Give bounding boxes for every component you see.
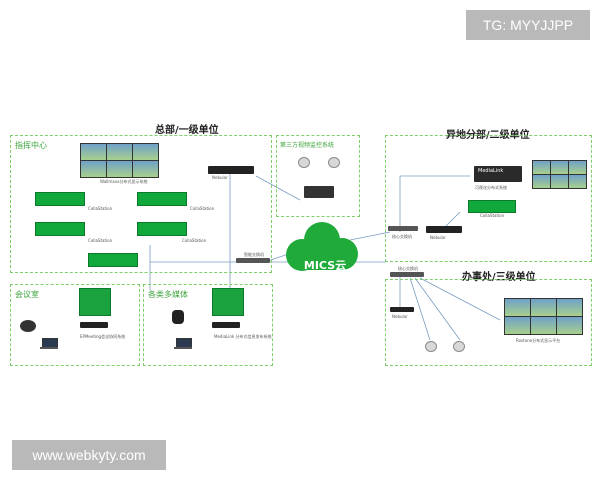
site-watermark: www.webkyty.com bbox=[12, 440, 166, 470]
line-cloud-branch bbox=[349, 231, 391, 241]
branch-medialink-sub: 可视化分布式系统 bbox=[475, 185, 507, 190]
mics-cloud-label: MICS云 bbox=[303, 259, 347, 272]
third-party-nvr bbox=[304, 186, 334, 198]
wall-main-label: Wallmaxx分布式显示系统 bbox=[100, 179, 148, 184]
meeting-display-board bbox=[79, 288, 111, 316]
tg-watermark-text: TG: MYYJJPP bbox=[482, 17, 574, 33]
collab-label-1: CollaStation bbox=[88, 206, 113, 211]
multimedia-display-board bbox=[212, 288, 244, 316]
office-switch-device bbox=[390, 272, 424, 277]
line-office-cam1 bbox=[409, 277, 431, 341]
office-switch-label: 核心交换机 bbox=[398, 266, 418, 271]
line-nebular-thirdparty bbox=[255, 175, 301, 201]
meeting-codec-device bbox=[80, 322, 108, 328]
collab-label-4: CollaStation bbox=[182, 238, 207, 243]
collab-label-2: CollaStation bbox=[190, 206, 215, 211]
branch-collab-label: CollaStation bbox=[480, 213, 505, 218]
zone-multimedia: 各类多媒体 bbox=[143, 284, 273, 366]
zone-branch bbox=[385, 135, 592, 262]
zone-meeting-title: 会议室 bbox=[15, 290, 39, 299]
collab-station-3 bbox=[35, 222, 85, 236]
branch-switch-label: 核心交换机 bbox=[392, 234, 412, 239]
hq-switch-device bbox=[236, 258, 270, 263]
collab-station-2 bbox=[137, 192, 187, 206]
command-video-wall bbox=[80, 143, 159, 178]
site-watermark-text: www.webkyty.com bbox=[32, 447, 146, 463]
collab-station-4 bbox=[137, 222, 187, 236]
meeting-laptop-base bbox=[40, 347, 58, 349]
line-office-cam2 bbox=[414, 277, 461, 341]
nebular-label-hq: Nebular bbox=[212, 175, 228, 180]
line-office-wall bbox=[419, 277, 501, 321]
tg-watermark: TG: MYYJJPP bbox=[466, 10, 590, 40]
zone-third-party-title: 第三方视频监控系统 bbox=[280, 142, 335, 149]
branch-switch-device bbox=[388, 226, 418, 231]
branch-medialink-device bbox=[474, 166, 522, 182]
collab-station-1 bbox=[35, 192, 85, 206]
multimedia-codec-device bbox=[212, 322, 240, 328]
third-party-camera-1 bbox=[298, 157, 310, 168]
zone-third-party: 第三方视频监控系统 bbox=[276, 135, 360, 217]
zone-command-center: 指挥中心 bbox=[10, 135, 272, 273]
collab-station-5 bbox=[88, 253, 138, 267]
office-camera-2 bbox=[453, 341, 465, 352]
multimedia-laptop-base bbox=[174, 347, 192, 349]
branch-nebular-device bbox=[426, 226, 462, 233]
office-video-wall bbox=[504, 298, 583, 335]
branch-video-wall bbox=[532, 160, 587, 189]
zone-multimedia-title: 各类多媒体 bbox=[148, 290, 188, 299]
collab-label-3: CollaStation bbox=[88, 238, 113, 243]
branch-medialink-label: MediaLink bbox=[478, 168, 504, 174]
header-hq: 总部/一级单位 bbox=[155, 125, 219, 136]
zone-command-title: 指挥中心 bbox=[15, 141, 47, 150]
multimedia-camera bbox=[172, 310, 184, 324]
zone-office bbox=[385, 279, 592, 366]
office-nebular-label: Nebular bbox=[392, 314, 408, 319]
branch-collab-station bbox=[468, 200, 516, 213]
office-nebular-device bbox=[390, 307, 414, 312]
branch-nebular-label: Nebular bbox=[430, 235, 446, 240]
nebular-device-hq bbox=[208, 166, 254, 174]
meeting-conference-phone bbox=[20, 320, 36, 332]
office-system-label: Rostone分布式显示平台 bbox=[516, 338, 561, 343]
third-party-camera-2 bbox=[328, 157, 340, 168]
multimedia-system-label: MediaLink 分布式信息发布系统 bbox=[214, 334, 272, 339]
office-camera-1 bbox=[425, 341, 437, 352]
hq-switch-label: 智能交换机 bbox=[244, 252, 264, 257]
header-office: 办事处/三级单位 bbox=[462, 272, 536, 283]
zone-meeting: 会议室 bbox=[10, 284, 140, 366]
meeting-system-label: EPMeeting会议协同系统 bbox=[80, 334, 126, 339]
